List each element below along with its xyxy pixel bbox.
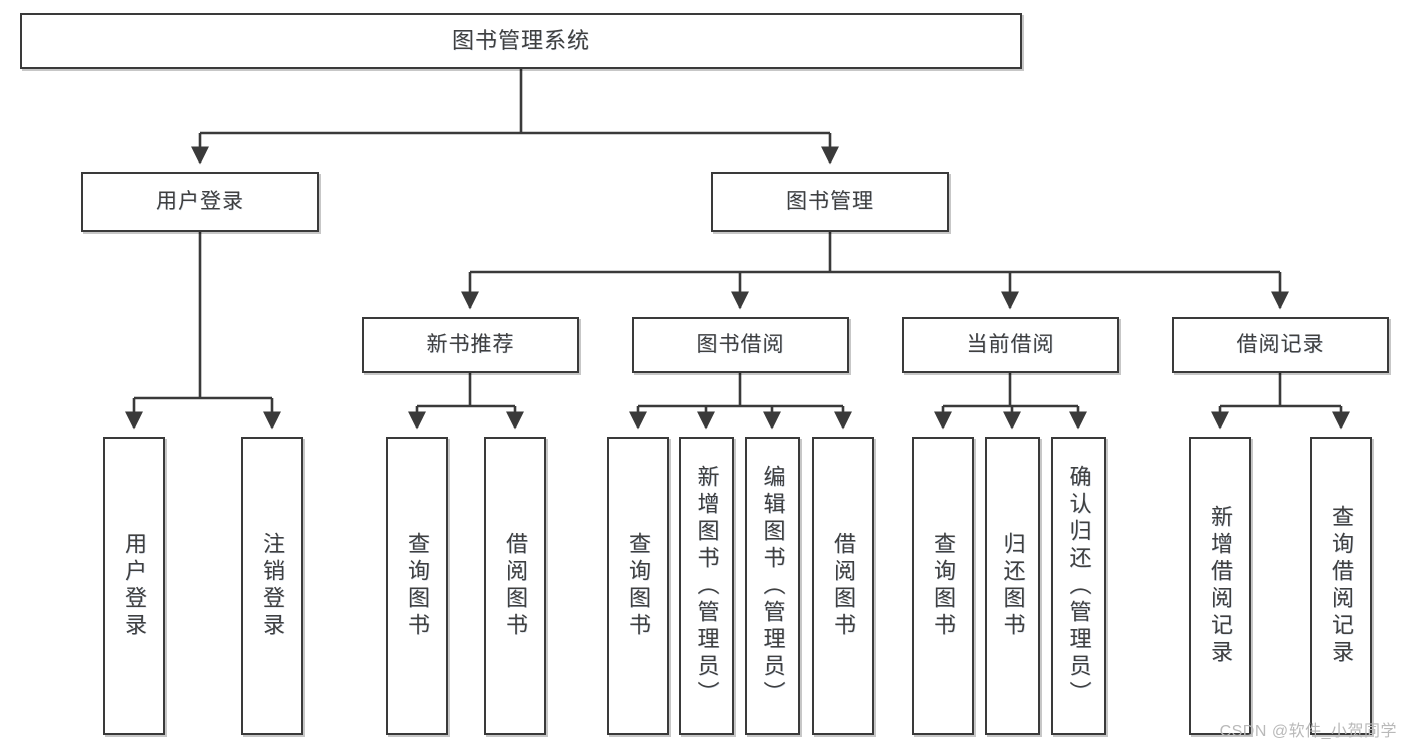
node-user-login[interactable]: 用户登录 [81, 172, 319, 232]
node-book-borrow[interactable]: 图书借阅 [632, 317, 849, 373]
node-leaf-query-book-2-label: 查询图书 [626, 532, 651, 640]
node-leaf-return-book-label: 归还图书 [1000, 532, 1026, 640]
node-current-borrow[interactable]: 当前借阅 [902, 317, 1119, 373]
node-book-borrow-label: 图书借阅 [696, 332, 785, 356]
node-leaf-user-login[interactable]: 用户登录 [103, 437, 165, 735]
node-current-borrow-label: 当前借阅 [966, 332, 1055, 356]
node-root[interactable]: 图书管理系统 [20, 13, 1022, 69]
node-leaf-add-book[interactable]: 新增图书（管理员） [679, 437, 734, 735]
node-book-manage[interactable]: 图书管理 [711, 172, 949, 232]
node-leaf-confirm-return[interactable]: 确认归还（管理员） [1051, 437, 1106, 735]
csdn-watermark: CSDN @软件_小贺同学 [1219, 723, 1397, 740]
node-leaf-query-book-3-label: 查询图书 [931, 532, 956, 640]
node-book-manage-label: 图书管理 [786, 189, 874, 213]
node-leaf-query-book-3[interactable]: 查询图书 [912, 437, 974, 735]
node-leaf-borrow-book-2[interactable]: 借阅图书 [812, 437, 874, 735]
node-leaf-query-book-2[interactable]: 查询图书 [607, 437, 669, 735]
node-leaf-return-book[interactable]: 归还图书 [985, 437, 1040, 735]
node-leaf-add-record-label: 新增借阅记录 [1208, 505, 1233, 667]
node-borrow-record-label: 借阅记录 [1236, 332, 1325, 356]
node-leaf-borrow-book-2-label: 借阅图书 [831, 532, 856, 640]
node-leaf-query-book-1-label: 查询图书 [405, 532, 430, 640]
node-leaf-borrow-book-1-label: 借阅图书 [503, 532, 528, 640]
node-leaf-edit-book[interactable]: 编辑图书（管理员） [745, 437, 800, 735]
node-leaf-query-book-1[interactable]: 查询图书 [386, 437, 448, 735]
node-leaf-user-logout-label: 注销登录 [260, 532, 285, 640]
node-user-login-label: 用户登录 [156, 189, 244, 213]
node-leaf-user-logout[interactable]: 注销登录 [241, 437, 303, 735]
node-leaf-query-record[interactable]: 查询借阅记录 [1310, 437, 1372, 735]
node-leaf-confirm-return-label: 确认归还（管理员） [1066, 464, 1092, 708]
node-new-book-rec[interactable]: 新书推荐 [362, 317, 579, 373]
node-borrow-record[interactable]: 借阅记录 [1172, 317, 1389, 373]
node-leaf-user-login-label: 用户登录 [122, 532, 147, 640]
node-leaf-query-record-label: 查询借阅记录 [1329, 505, 1354, 667]
node-root-label: 图书管理系统 [451, 28, 590, 54]
node-leaf-add-record[interactable]: 新增借阅记录 [1189, 437, 1251, 735]
node-new-book-rec-label: 新书推荐 [426, 332, 515, 356]
node-leaf-add-book-label: 新增图书（管理员） [694, 464, 720, 708]
node-leaf-edit-book-label: 编辑图书（管理员） [760, 464, 786, 708]
node-leaf-borrow-book-1[interactable]: 借阅图书 [484, 437, 546, 735]
